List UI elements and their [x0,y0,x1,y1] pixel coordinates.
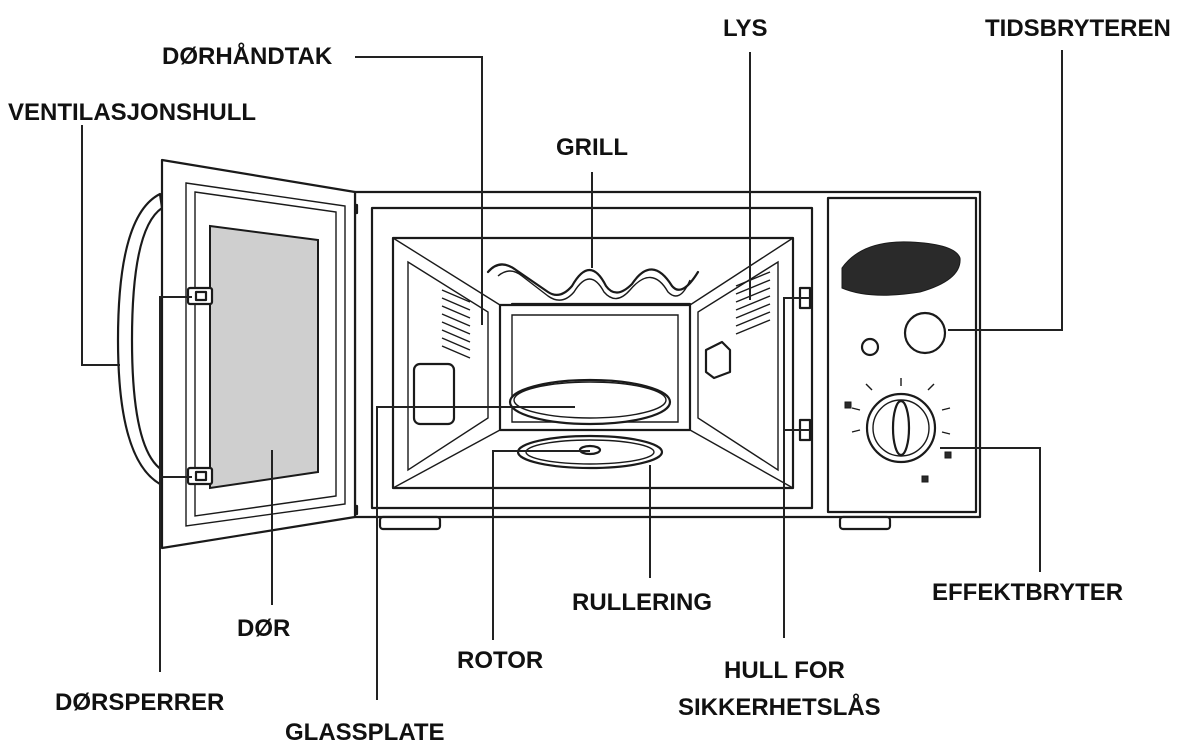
label-power-switch: EFFEKTBRYTER [932,579,1123,606]
power-knob-grip [891,399,911,457]
label-light: LYS [723,15,767,42]
label-rotor: ROTOR [457,647,543,674]
label-safety-lock-holes-line2: SIKKERHETSLÅS [678,693,881,721]
label-timer: TIDSBRYTEREN [985,15,1171,42]
timer-knob [903,311,947,355]
door-latch-top [186,286,214,306]
light-cover [704,340,732,380]
label-door-latch: DØRSPERRER [55,689,224,716]
display-window [841,241,961,296]
door-handle [116,192,164,486]
label-door-handle: DØRHÅNDTAK [162,42,333,70]
cavity-left-recess [412,362,456,426]
label-roller-ring: RULLERING [572,589,712,616]
leader-ventilation [81,125,120,366]
leader-power-switch [940,447,1041,572]
indicator-light [860,337,880,357]
foot-left [378,515,442,531]
leader-rotor [492,450,590,640]
power-dial-marks [844,378,952,483]
door-assembly [116,158,357,550]
leader-timer [948,50,1063,331]
door-window [209,224,319,490]
label-door: DØR [237,615,290,642]
label-grill: GRILL [556,134,628,161]
control-panel [826,196,978,514]
leader-lines [81,50,1063,700]
leader-door-latch [159,296,192,672]
label-ventilation-holes: VENTILASJONSHULL [8,99,256,126]
label-safety-lock-holes-line1: HULL FOR [724,657,845,684]
leader-door-handle [355,56,483,325]
label-glass-plate: GLASSPLATE [285,719,445,746]
grill-element [486,263,700,297]
glass-plate [508,378,672,426]
labels: VENTILASJONSHULL DØRHÅNDTAK GRILL LYS TI… [8,15,1171,746]
light-grille [735,271,771,335]
foot-right [838,515,892,531]
leader-safety-lock [783,297,810,638]
leader-glass-plate [376,406,575,700]
cavity-vent-grille-left [441,289,471,359]
